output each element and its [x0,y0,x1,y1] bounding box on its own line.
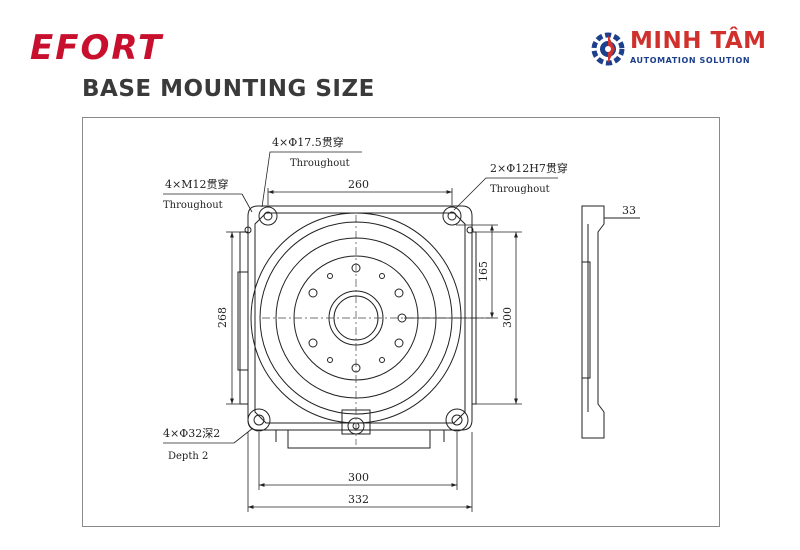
callout-top-holes-spec: 4×Φ17.5贯穿 [272,135,344,149]
dim-left-height: 268 [216,307,229,328]
efort-logo-text: EFORT [30,28,164,68]
side-view [581,205,640,439]
callout-top-holes-note: Throughout [290,158,350,169]
centerlines [262,215,490,445]
callout-left-holes-note: Throughout [163,200,223,211]
leader-lines [163,151,558,444]
callout-left-holes-spec: 4×M12贯穿 [165,177,228,191]
dim-pin-offset: 165 [477,261,490,282]
logo-name: MINH TÂM [630,28,767,54]
dim-side-thickness: 33 [622,204,636,217]
drawing-frame [82,117,720,527]
callout-bottom-holes-spec: 4×Φ32深2 [163,427,220,440]
corner-holes [244,206,474,432]
gear-logo-icon [591,32,625,66]
dim-right-height: 300 [501,307,514,328]
page-title: BASE MOUNTING SIZE [82,76,375,102]
dim-bottom-outer: 332 [348,493,369,506]
logo-tagline: AUTOMATION SOLUTION [630,56,751,65]
callout-pin-holes-note: Throughout [490,184,550,195]
dimension-lines [226,188,522,512]
callout-pin-holes-spec: 2×Φ12H7贯穿 [490,161,568,175]
minh-tam-logo: MINH TÂM AUTOMATION SOLUTION [590,28,780,74]
dim-top-width: 260 [348,178,369,191]
dim-bottom-inner: 300 [348,471,369,484]
callout-bottom-holes-note: Depth 2 [168,451,208,462]
base-plate [237,205,477,449]
